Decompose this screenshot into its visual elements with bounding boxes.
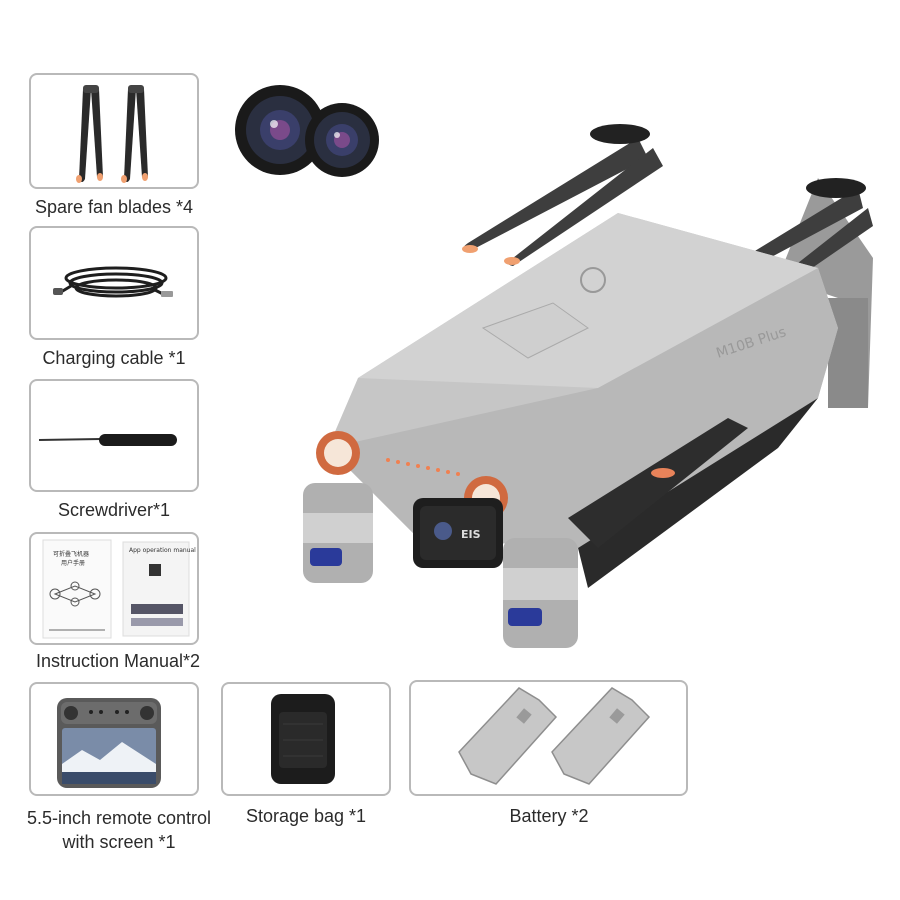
manual-title: 可折叠飞机器	[53, 550, 89, 558]
propeller-icon	[76, 85, 148, 183]
instruction-manual-box: 可折叠飞机器 用户手册 App operation manual	[29, 532, 199, 645]
camera-lens-icon	[235, 85, 379, 177]
charging-cable-box	[29, 226, 199, 340]
storage-bag-box	[221, 682, 391, 796]
screwdriver-icon	[38, 434, 177, 446]
spare-blades-box	[29, 73, 199, 189]
charging-cable-label: Charging cable *1	[42, 348, 186, 368]
drone-image: M10B Plus EIS	[303, 124, 873, 648]
usb-cable-icon	[53, 266, 173, 298]
manual-subtitle: 用户手册	[61, 559, 85, 567]
battery-box	[409, 680, 688, 796]
manual-icon: 可折叠飞机器 用户手册 App operation manual	[42, 539, 196, 639]
camera-badge: EIS	[461, 528, 481, 541]
remote-label-line2: with screen *1	[62, 832, 176, 852]
remote-control-box	[29, 682, 199, 796]
spare-blades-label: Spare fan blades *4	[34, 197, 194, 217]
remote-control-label: 5.5-inch remote control with screen *1	[4, 806, 234, 854]
screwdriver-label: Screwdriver*1	[57, 500, 171, 520]
storage-bag-icon	[271, 694, 335, 784]
screwdriver-box	[29, 379, 199, 492]
storage-bag-label: Storage bag *1	[245, 806, 367, 826]
instruction-manual-label: Instruction Manual*2	[35, 651, 201, 671]
battery-icon	[458, 687, 651, 785]
remote-label-line1: 5.5-inch remote control	[26, 808, 212, 828]
battery-label: Battery *2	[509, 806, 589, 826]
remote-control-icon	[57, 698, 161, 788]
manual-heading: App operation manual	[129, 547, 196, 554]
